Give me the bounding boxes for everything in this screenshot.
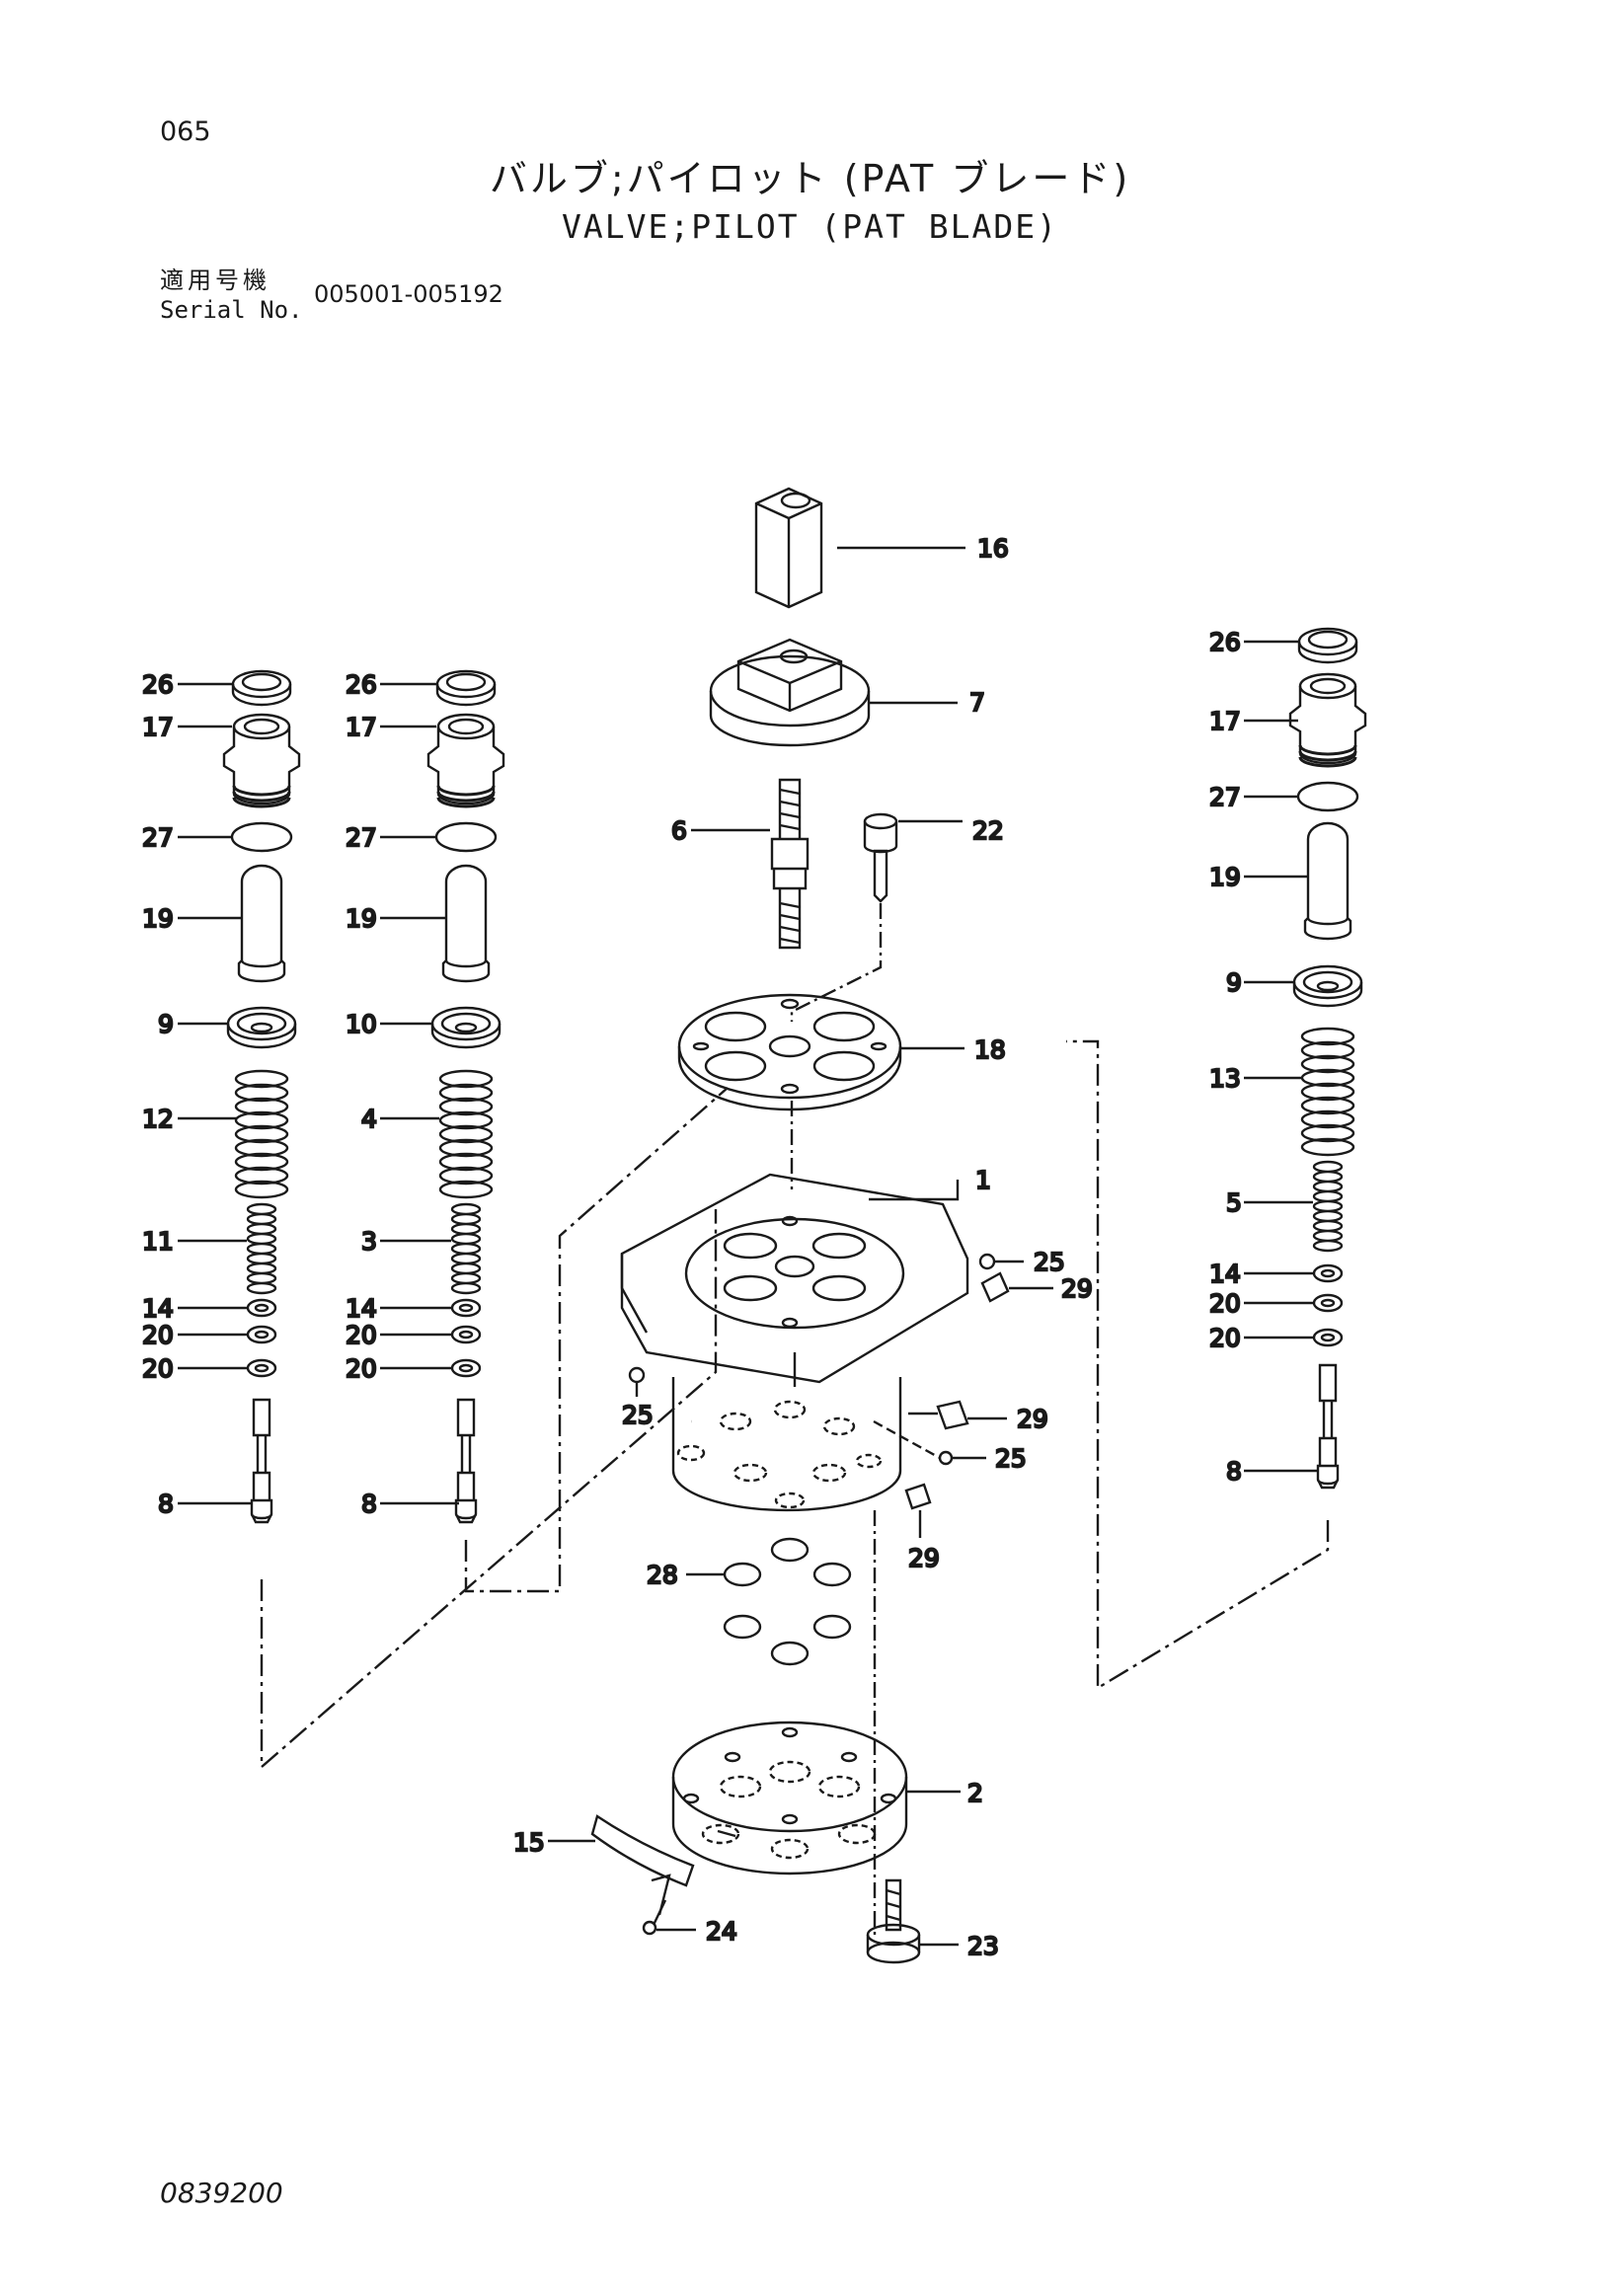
- right-column-assembly: [1066, 627, 1367, 1691]
- callout-left-27: 27: [142, 823, 174, 852]
- callout-7: 7: [969, 688, 985, 717]
- callout-left-9: 9: [158, 1010, 174, 1038]
- serial-label-japanese: 適用号機: [160, 267, 270, 294]
- callout-left-26: 26: [142, 670, 174, 699]
- callout-29-b: 29: [1017, 1405, 1048, 1433]
- callout-middle-3: 3: [361, 1227, 377, 1256]
- callout-left-8: 8: [158, 1490, 174, 1518]
- callout-left-20-a: 20: [142, 1321, 174, 1349]
- callout-right-5: 5: [1226, 1188, 1242, 1217]
- callout-16: 16: [977, 534, 1009, 563]
- callout-middle-20-b: 20: [346, 1354, 377, 1383]
- central-stack: [548, 487, 1053, 1964]
- callout-29-a: 29: [1061, 1274, 1093, 1303]
- callout-24: 24: [706, 1917, 737, 1946]
- callout-28: 28: [647, 1561, 678, 1589]
- callout-right-20-a: 20: [1209, 1289, 1241, 1318]
- callout-middle-17: 17: [346, 713, 377, 741]
- callout-middle-14: 14: [346, 1294, 377, 1323]
- callout-right-17: 17: [1209, 707, 1241, 735]
- serial-range: 005001-005192: [314, 280, 503, 308]
- callout-middle-8: 8: [361, 1490, 377, 1518]
- page-number: 065: [160, 116, 211, 147]
- middle-column-assembly: [380, 669, 729, 1593]
- callout-right-13: 13: [1209, 1064, 1241, 1093]
- callout-6: 6: [671, 816, 687, 845]
- callout-25-a: 25: [1034, 1248, 1065, 1276]
- callout-middle-20-a: 20: [346, 1321, 377, 1349]
- callout-2: 2: [967, 1779, 983, 1807]
- callout-18: 18: [974, 1035, 1006, 1064]
- callout-22: 22: [972, 816, 1004, 845]
- serial-label-english: Serial No.: [160, 296, 303, 324]
- callout-left-19: 19: [142, 904, 174, 933]
- callout-right-19: 19: [1209, 863, 1241, 891]
- callout-middle-26: 26: [346, 670, 377, 699]
- callout-right-27: 27: [1209, 783, 1241, 811]
- callout-middle-10: 10: [346, 1010, 377, 1038]
- callout-left-14: 14: [142, 1294, 174, 1323]
- title-japanese: バルブ;パイロット (PAT ブレード): [489, 157, 1131, 200]
- callout-left-17: 17: [142, 713, 174, 741]
- callout-left-20-b: 20: [142, 1354, 174, 1383]
- callout-right-26: 26: [1209, 628, 1241, 656]
- callout-right-8: 8: [1226, 1457, 1242, 1486]
- document-number: 0839200: [160, 2177, 283, 2209]
- callout-25-b: 25: [622, 1401, 654, 1429]
- callout-23: 23: [967, 1932, 999, 1960]
- callout-middle-19: 19: [346, 904, 377, 933]
- left-column-assembly: [178, 669, 718, 1770]
- callout-right-14: 14: [1209, 1260, 1241, 1288]
- callout-labels: 16 7 6 22 18 1 25 29 25 29 25 29 28 2 15…: [141, 533, 1243, 1961]
- callout-right-9: 9: [1226, 968, 1242, 997]
- callout-29-c: 29: [908, 1544, 940, 1572]
- callout-left-11: 11: [142, 1227, 174, 1256]
- callout-1: 1: [975, 1166, 991, 1194]
- callout-15: 15: [513, 1828, 545, 1857]
- callout-left-12: 12: [142, 1105, 174, 1133]
- callout-right-20-b: 20: [1209, 1324, 1241, 1352]
- title-english: VALVE;PILOT (PAT BLADE): [562, 207, 1058, 246]
- callout-middle-27: 27: [346, 823, 377, 852]
- callout-25-c: 25: [995, 1444, 1027, 1473]
- callout-middle-4: 4: [361, 1105, 377, 1133]
